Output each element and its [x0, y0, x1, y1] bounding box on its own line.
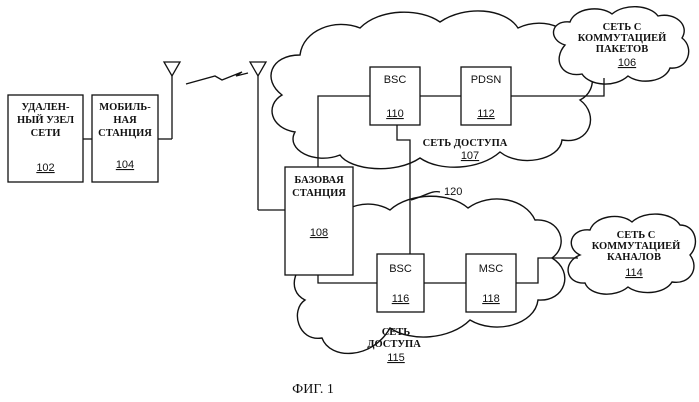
- msc-label: MSC: [479, 263, 504, 275]
- packet-network-ref: 106: [618, 57, 636, 69]
- access-network-bottom-ref: 115: [387, 352, 405, 364]
- remote-node-ref: 102: [36, 162, 54, 174]
- mobile-antenna-icon: [164, 62, 180, 76]
- access-network-top-ref: 107: [461, 150, 479, 162]
- bsc-bottom-ref: 116: [392, 293, 410, 305]
- base-station-label-2: СТАНЦИЯ: [292, 188, 346, 199]
- remote-node-label-1: УДАЛЕН-: [22, 102, 70, 113]
- base-antenna-icon: [250, 62, 266, 76]
- remote-node-label-2: НЫЙ УЗЕЛ: [17, 114, 74, 126]
- circuit-network-ref: 114: [625, 267, 643, 279]
- msc-ref: 118: [482, 293, 500, 305]
- packet-network-label-1: СЕТЬ С: [603, 22, 642, 33]
- pdsn-ref: 112: [477, 108, 495, 120]
- mobile-station-ref: 104: [116, 159, 134, 171]
- mobile-station-label-2: НАЯ: [113, 115, 137, 126]
- circuit-network-label-2: КОММУТАЦИЕЙ: [592, 240, 681, 252]
- mobile-station-label-3: СТАНЦИЯ: [98, 128, 152, 139]
- remote-node-label-3: СЕТИ: [31, 128, 61, 139]
- bsc-bottom-label: BSC: [389, 263, 412, 275]
- base-station-ref: 108: [310, 227, 328, 239]
- figure-caption: ФИГ. 1: [292, 382, 334, 397]
- base-station-label-1: БАЗОВАЯ: [294, 175, 344, 186]
- bsc-top-ref: 110: [386, 108, 404, 120]
- circuit-network-label-1: СЕТЬ С: [617, 230, 656, 241]
- pdsn-label: PDSN: [471, 74, 502, 86]
- radio-link-icon: [186, 72, 248, 84]
- access-network-bottom-label-1: СЕТЬ: [382, 327, 411, 338]
- packet-network-label-2: КОММУТАЦИЕЙ: [578, 32, 667, 44]
- access-network-top-label: СЕТЬ ДОСТУПА: [423, 138, 508, 149]
- circuit-network-label-3: КАНАЛОВ: [607, 252, 661, 263]
- mobile-station-label-1: МОБИЛЬ-: [99, 102, 151, 113]
- access-network-bottom-label-2: ДОСТУПА: [367, 339, 421, 350]
- packet-network-label-3: ПАКЕТОВ: [596, 44, 648, 55]
- link-120-ref: 120: [444, 186, 462, 198]
- bsc-top-label: BSC: [384, 74, 407, 86]
